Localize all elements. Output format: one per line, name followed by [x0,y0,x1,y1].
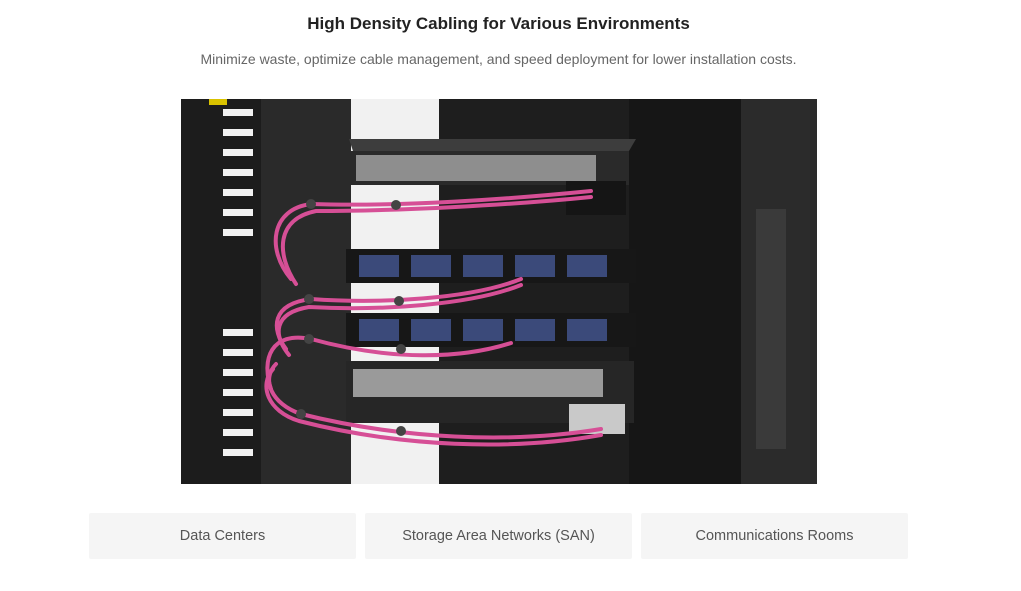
tab-storage-area-networks[interactable]: Storage Area Networks (SAN) [365,513,632,559]
rack-cabling-illustration [181,99,817,484]
tab-communications-rooms[interactable]: Communications Rooms [641,513,908,559]
rack-cabling-image [181,99,817,484]
page-subtitle: Minimize waste, optimize cable managemen… [200,51,797,67]
page-title: High Density Cabling for Various Environ… [307,14,690,33]
tab-data-centers[interactable]: Data Centers [89,513,356,559]
environment-tabs: Data Centers Storage Area Networks (SAN)… [89,513,908,559]
